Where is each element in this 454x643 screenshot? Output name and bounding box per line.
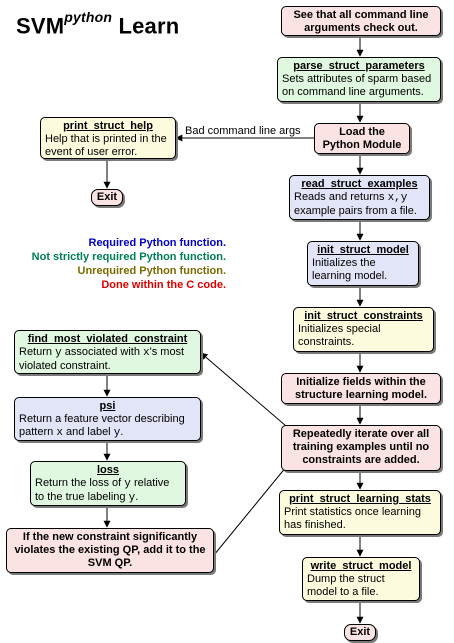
node-read-struct-examples: read_struct_examples Reads and returns x… [289,175,430,220]
node-check-args: See that all command line arguments chec… [281,6,441,36]
node-init-struct-constraints: init_struct_constraints Initializes spec… [293,307,434,352]
node-psi: psi Return a feature vector describing p… [14,397,201,441]
node-init-struct-model: init_struct_model Initializes the learni… [307,241,419,286]
node-init-fields: Initialize fields within the structure l… [281,373,441,404]
legend-required: Required Python function. [88,237,227,249]
node-exit-help: Exit [91,189,123,206]
node-iterate: Repeatedly iterate over all training exa… [281,425,441,471]
node-load-module: Load the Python Module [314,123,410,154]
node-loss: loss Return the loss of y relative to th… [30,461,186,506]
node-parse-struct-parameters: parse_struct_parameters Sets attributes … [277,57,441,102]
node-write-struct-model: write_struct_model Dump the struct model… [302,557,420,601]
edge-iterate-to-find [200,352,301,439]
legend-c-code: Done within the C code. [101,279,226,291]
diagram-title: SVMpython Learn [16,9,180,39]
legend-unrequired: Unrequired Python function. [77,265,227,277]
legend-not-strictly-required: Not strictly required Python function. [31,251,226,263]
node-print-struct-learning-stats: print_struct_learning_stats Print statis… [279,490,441,535]
edge-label-bad-args: Bad command line args [185,125,301,137]
node-print-struct-help: print_struct_help Help that is printed i… [40,117,176,159]
node-add-constraint: If the new constraint significantly viol… [6,528,214,573]
node-find-most-violated-constraint: find_most_violated_constraint Return y a… [14,330,201,374]
node-exit-end: Exit [344,624,376,641]
